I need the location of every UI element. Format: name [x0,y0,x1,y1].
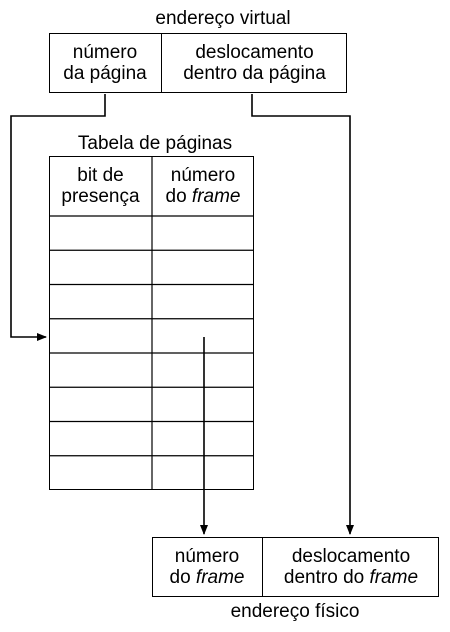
virtual-page-number-line2: da página [63,63,147,84]
virtual-address-caption: endereço virtual [155,8,291,29]
page-table-header-presence: bit de presença [49,156,152,216]
physical-offset-line2-plain: dentro do [283,567,370,588]
page-table-header-frame: número do frame [152,156,254,216]
header-frame-line2-italic: frame [191,186,241,207]
page-table-caption: Tabela de páginas [77,133,233,154]
physical-offset-line1: deslocamento [291,546,411,567]
header-frame-line2-plain: do [165,186,192,207]
offset-to-physical-offset-arrow [251,94,354,535]
page-table-grid [49,156,254,490]
physical-offset-line2-italic: frame [369,567,419,588]
physical-address-caption: endereço físico [230,601,360,622]
virtual-offset-field: deslocamento dentro da página [162,33,347,93]
virtual-page-number-line1: número [72,42,138,63]
physical-frame-number-field: número do frame [152,537,263,597]
virtual-offset-line2: dentro da página [183,63,326,84]
physical-offset-field: deslocamento dentro do frame [263,537,439,597]
physical-frame-line2-plain: do [169,567,196,588]
header-frame-line2: do frame [166,186,241,207]
header-frame-line1: número [170,165,236,186]
physical-offset-line2: dentro do frame [284,567,418,588]
physical-frame-line2-italic: frame [195,567,245,588]
virtual-offset-line1: deslocamento [195,42,314,63]
physical-address-box [152,537,439,597]
header-presence-line2: presença [61,186,140,207]
virtual-address-box [49,33,347,93]
virtual-page-number-field: número da página [49,33,162,93]
physical-frame-line2: do frame [170,567,245,588]
header-presence-line1: bit de [77,165,124,186]
physical-frame-line1: número [174,546,240,567]
page-number-to-table-arrow [10,94,106,341]
